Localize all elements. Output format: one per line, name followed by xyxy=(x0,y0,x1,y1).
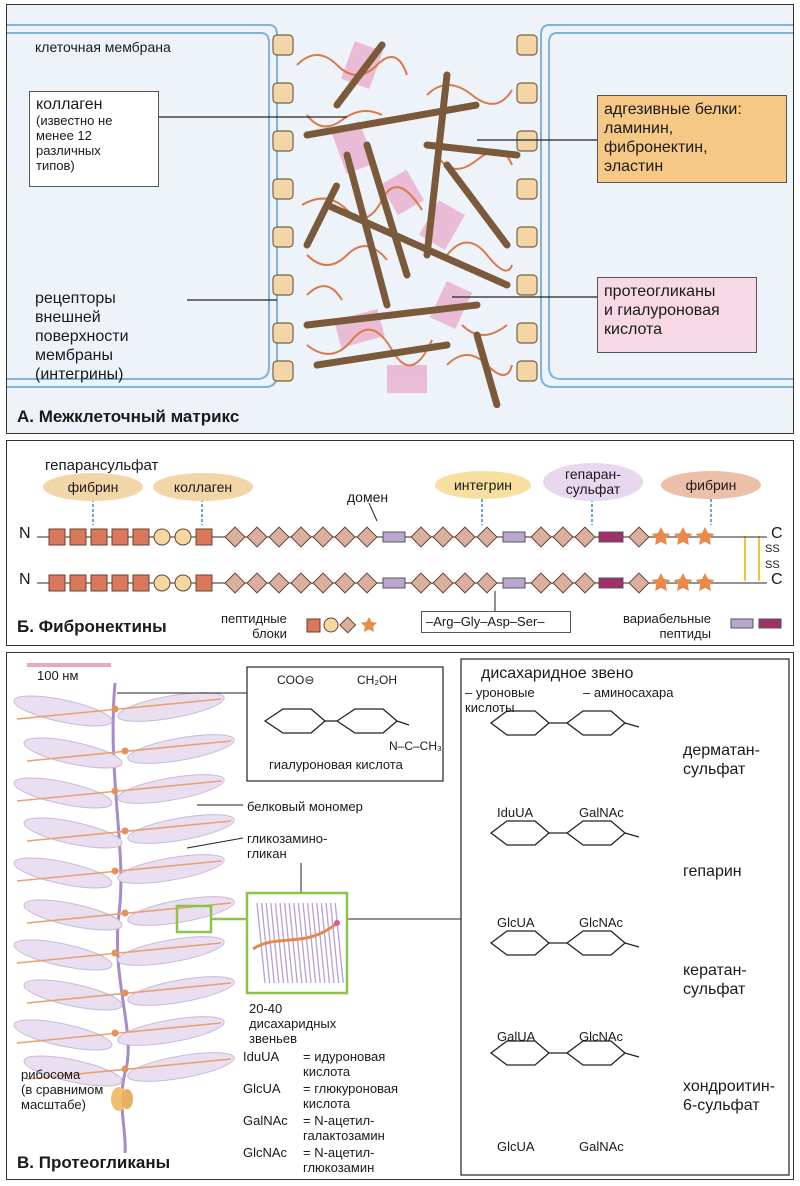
fibronectin-diagram xyxy=(37,499,782,634)
panel-a-title: А. Межклеточный матрикс xyxy=(17,407,240,426)
left-membrane xyxy=(7,24,278,388)
scale-label: 100 нм xyxy=(37,668,79,683)
legend-peptide-blocks xyxy=(306,616,377,634)
row2-right-sugar: GlcNAc xyxy=(579,915,624,930)
proteoglycan-illustration xyxy=(13,658,790,1176)
collagen-ellipse-label: коллаген xyxy=(173,479,233,495)
chain2-c-label: C xyxy=(771,571,783,588)
disaccharide-count-label: 20-40 дисахаридных звеньев xyxy=(249,1001,337,1046)
ribosome-icon xyxy=(111,1087,133,1111)
proteoglycans-box: протеогликаны и гиалуроновая кислота xyxy=(597,277,757,353)
row1-right-sugar: GalNAc xyxy=(579,805,624,820)
heparansulfate-left-label: гепарансульфат xyxy=(45,457,159,474)
fibrin-left-ellipse: фибрин xyxy=(43,473,143,501)
row3-right-sugar: GlcNAc xyxy=(579,1029,624,1044)
gag-label: гликозамино- гликан xyxy=(247,831,328,861)
legend-galnac-desc: = N-ацетил- галактозамин xyxy=(303,1113,385,1143)
panel-b-title: Б. Фибронектины xyxy=(17,617,167,636)
ss-bond-label-2: SS xyxy=(765,559,780,571)
protein-monomer-label: белковый мономер xyxy=(247,799,363,814)
fibrin-left-label: фибрин xyxy=(67,479,119,495)
disaccharide-box xyxy=(460,658,790,1176)
domain-label: домен xyxy=(347,489,389,505)
membrane-label: клеточная мембрана xyxy=(35,39,171,55)
proteoglycans-label: протеогликаны и гиалуроновая кислота xyxy=(604,283,720,338)
adhesive-proteins-box: адгезивные белки: ламинин, фибронектин, … xyxy=(597,95,787,183)
hyaluronic-formula-box xyxy=(246,666,444,782)
heparan-right-label: гепаран- сульфат xyxy=(565,466,621,497)
row4-right-sugar: GalNAc xyxy=(579,1139,624,1154)
ch2oh-label: CH₂OH xyxy=(357,673,397,687)
collagen-ellipse: коллаген xyxy=(153,473,253,501)
integrin-ellipse: интегрин xyxy=(435,471,531,499)
panel-extracellular-matrix: клеточная мембрана коллаген (известно не… xyxy=(6,4,794,434)
legend-glcnac-abbr: GlcNAc xyxy=(243,1145,288,1160)
adhesive-proteins-label: адгезивные белки: ламинин, фибронектин, … xyxy=(604,101,742,175)
legend-variable-peptides xyxy=(730,618,782,629)
fibrin-right-ellipse: фибрин xyxy=(661,471,761,499)
scale-bar xyxy=(27,663,111,667)
peptide-blocks-label: пептидные блоки xyxy=(221,611,287,641)
row1-left-sugar: IduUA xyxy=(497,805,534,820)
variable-peptides-label: вариабельные пептиды xyxy=(623,611,711,641)
aminosugar-label: – аминосахара xyxy=(583,685,674,700)
legend-galnac-abbr: GalNAc xyxy=(243,1113,288,1128)
legend-iduua-abbr: IduUA xyxy=(243,1049,280,1064)
chain1-n-label: N xyxy=(19,525,31,542)
disaccharide-title: дисахаридное звено xyxy=(481,665,634,682)
legend-glcua-desc: = глюкуроновая кислота xyxy=(303,1081,399,1111)
chain1-c-label: C xyxy=(771,525,783,542)
sequence-label: –Arg–Gly–Asp–Ser– xyxy=(426,614,545,629)
coo-label: COO⊖ xyxy=(277,673,315,687)
fibrin-right-label: фибрин xyxy=(685,477,737,493)
legend-glcua-abbr: GlcUA xyxy=(243,1081,281,1096)
matrix-illustration xyxy=(7,24,793,409)
collagen-label: коллаген xyxy=(36,96,103,113)
nhac-label: N–C–CH₃ xyxy=(389,739,442,753)
row2-left-sugar: GlcUA xyxy=(497,915,535,930)
ribosome-label: рибосома (в сравнимом масштабе) xyxy=(21,1067,104,1112)
heparin-label: гепарин xyxy=(683,863,742,880)
hyaluronic-label: гиалуроновая кислота xyxy=(269,757,403,772)
row3-left-sugar: GalUA xyxy=(497,1029,536,1044)
keratan-sulfate-label: кератан- сульфат xyxy=(683,962,747,998)
chain2-n-label: N xyxy=(19,571,31,588)
legend-iduua-desc: = идуроновая кислота xyxy=(303,1049,386,1079)
right-membrane xyxy=(540,24,793,388)
row4-left-sugar: GlcUA xyxy=(497,1139,535,1154)
chondroitin-sulfate-label: хондроитин- 6-сульфат xyxy=(683,1078,776,1114)
ss-bond-label-1: SS xyxy=(765,543,780,555)
dermatan-sulfate-label: дерматан- сульфат xyxy=(683,742,760,778)
receptors-box: рецепторы внешней поверхности мембраны (… xyxy=(29,285,189,385)
sequence-box: –Arg–Gly–Asp–Ser– xyxy=(421,611,571,633)
panel-fibronectins: гепарансульфат фибрин коллаген домен инт… xyxy=(6,440,794,646)
heparan-right-ellipse: гепаран- сульфат xyxy=(543,463,643,501)
panel-proteoglycans: 100 нм COO⊖ CH₂OH N–C–CH₃ гиалуроновая к… xyxy=(6,652,794,1180)
legend-glcnac-desc: = N-ацетил- глюкозамин xyxy=(303,1145,375,1175)
uronic-label: – уроновые кислоты xyxy=(465,685,535,715)
collagen-note: (известно не менее 12 различных типов) xyxy=(36,113,113,173)
collagen-box: коллаген (известно не менее 12 различных… xyxy=(29,91,159,187)
receptors-label: рецепторы внешней поверхности мембраны (… xyxy=(35,290,129,383)
integrin-label: интегрин xyxy=(453,477,513,493)
panel-c-title: В. Протеогликаны xyxy=(17,1153,171,1172)
